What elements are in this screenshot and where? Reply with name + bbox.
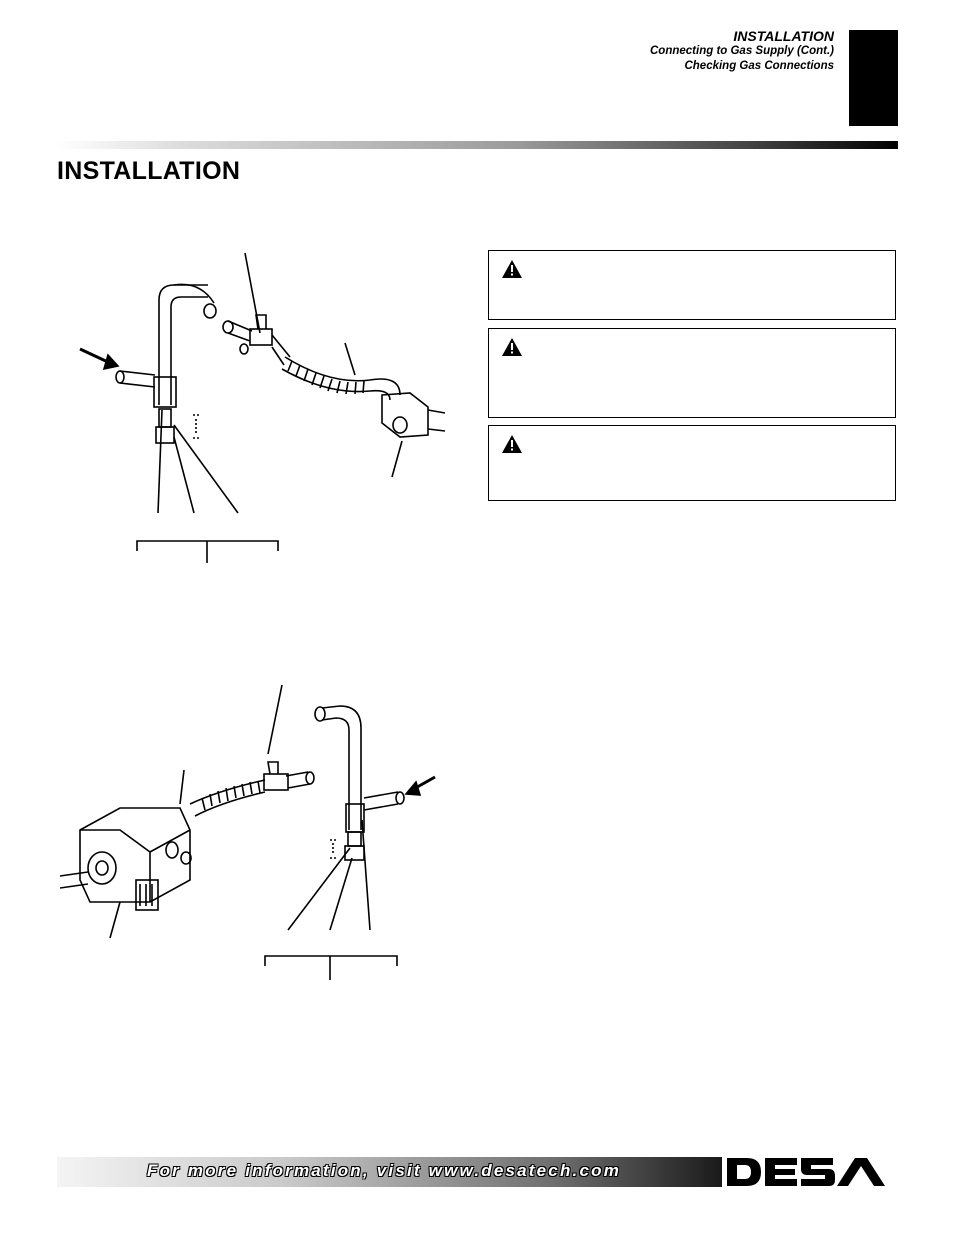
figure-gas-connection-bottom bbox=[60, 684, 436, 980]
figure-gas-connection-top bbox=[79, 252, 446, 563]
warning-triangle-icon bbox=[502, 338, 522, 356]
warning-box-2 bbox=[488, 328, 896, 418]
footer-text: For more information, visit www.desatech… bbox=[147, 1161, 622, 1180]
header-line-2: Checking Gas Connections bbox=[684, 60, 834, 72]
warning-box-3 bbox=[488, 425, 896, 501]
desa-logo bbox=[727, 1158, 885, 1186]
warning-triangle-icon bbox=[502, 435, 522, 453]
warning-box-1 bbox=[488, 250, 896, 320]
footer-banner: For more information, visit www.desatech… bbox=[57, 1157, 722, 1187]
page-title: INSTALLATION bbox=[57, 157, 241, 185]
section-tab bbox=[849, 30, 898, 126]
header-line-1: Connecting to Gas Supply (Cont.) bbox=[650, 45, 834, 57]
header-rule bbox=[57, 141, 898, 149]
header-section: INSTALLATION bbox=[733, 28, 834, 44]
running-header: INSTALLATION Connecting to Gas Supply (C… bbox=[650, 28, 834, 74]
warning-triangle-icon bbox=[502, 260, 522, 278]
